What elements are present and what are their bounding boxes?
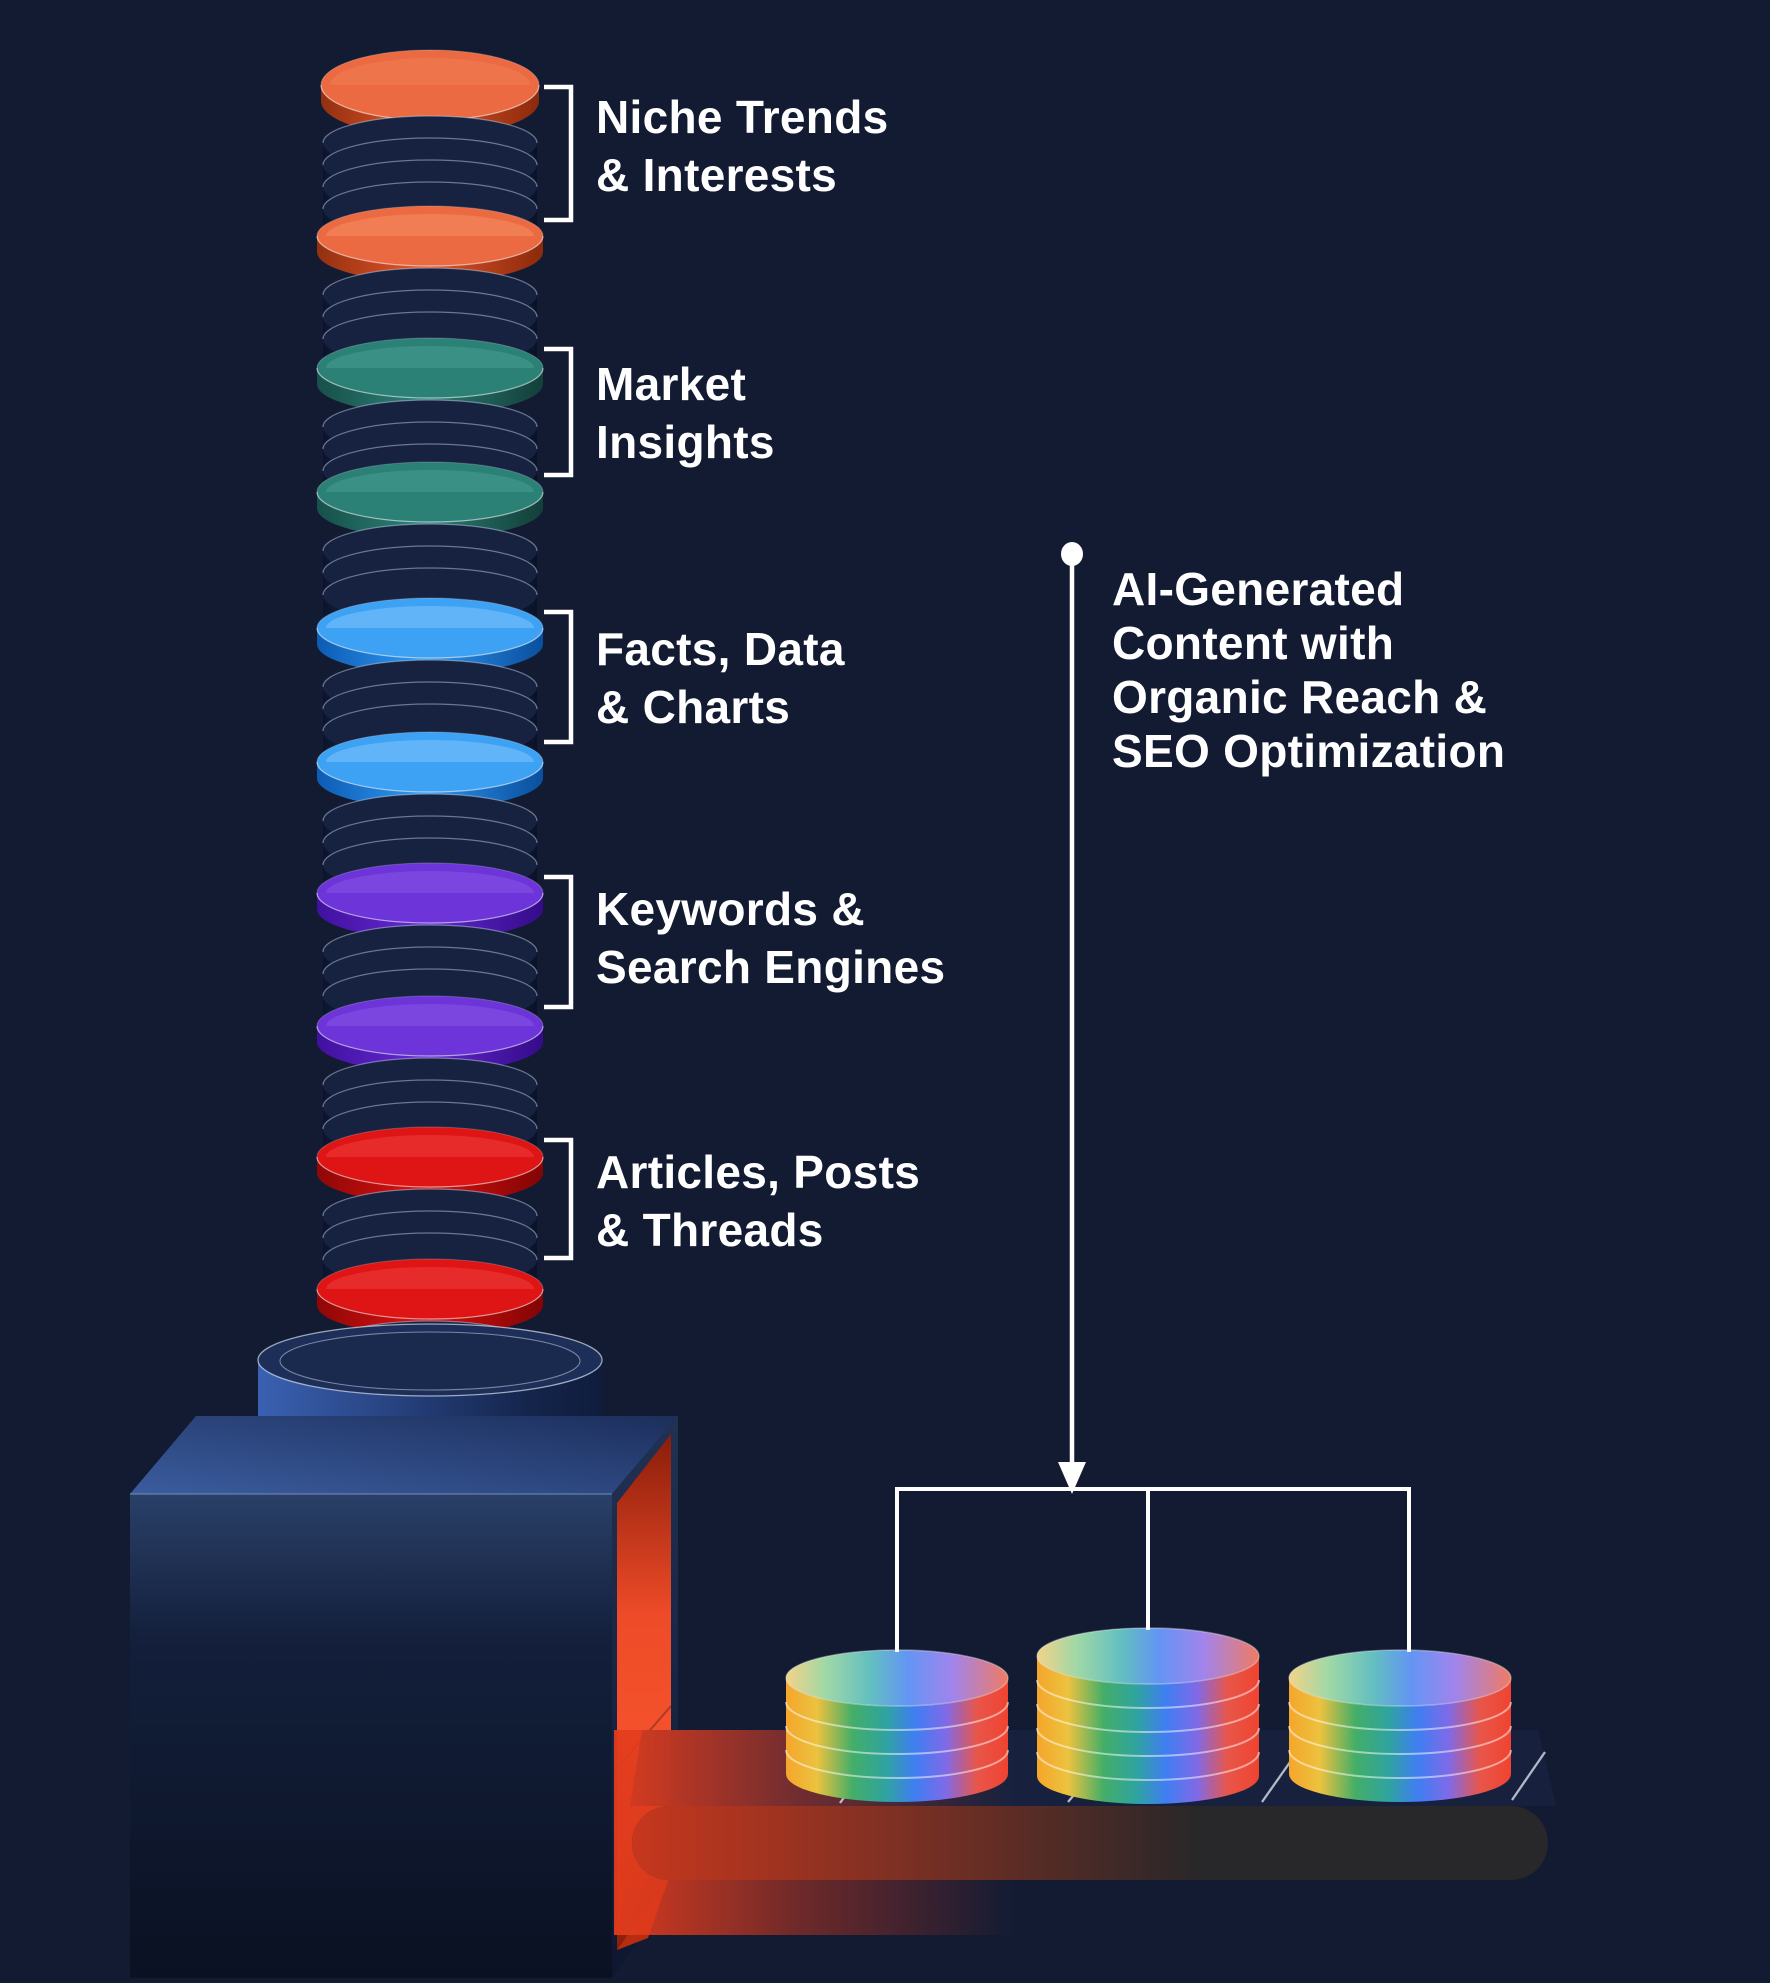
label-articles-posts-threads: Articles, Posts & Threads [596, 1146, 921, 1256]
connector-dot [1061, 542, 1083, 566]
band-coin-niche-trends [316, 205, 544, 282]
band-coin-keywords-search-engines [316, 862, 544, 939]
coin-stack-1 [785, 1649, 1009, 1802]
band-coin-articles-posts-threads [316, 1126, 544, 1203]
bracket-facts-data-charts [544, 609, 574, 745]
bracket-market-insights [544, 346, 574, 478]
band-brackets [544, 84, 574, 1261]
bracket-keywords-search-engines [544, 874, 574, 1010]
screw-column [316, 49, 544, 1395]
bracket-articles-posts-threads [544, 1137, 574, 1261]
band-coin-market-insights [316, 337, 544, 414]
band-coin-keywords-search-engines [316, 995, 544, 1072]
label-keywords-search-engines: Keywords & Search Engines [596, 883, 946, 993]
label-niche-trends-interests: Niche Trends & Interests [596, 91, 889, 201]
label-market-insights: Market Insights [596, 358, 775, 468]
band-coin-facts-data-charts [316, 597, 544, 674]
output-coin-stacks [785, 1627, 1512, 1804]
band-coin-facts-data-charts [316, 731, 544, 808]
connector-arrow [1058, 1462, 1086, 1494]
band-coin-articles-posts-threads [316, 1258, 544, 1335]
band-coin-market-insights [316, 461, 544, 538]
label-facts-data-charts: Facts, Data & Charts [596, 623, 845, 733]
bracket-niche-trends [544, 84, 574, 223]
coin-stack-3 [1288, 1649, 1512, 1802]
machine-body [130, 1416, 678, 1978]
label-ai-generated-content: AI-Generated Content with Organic Reach … [1112, 563, 1506, 777]
coin-stack-2 [1036, 1627, 1260, 1804]
callout-connector [895, 542, 1411, 1652]
